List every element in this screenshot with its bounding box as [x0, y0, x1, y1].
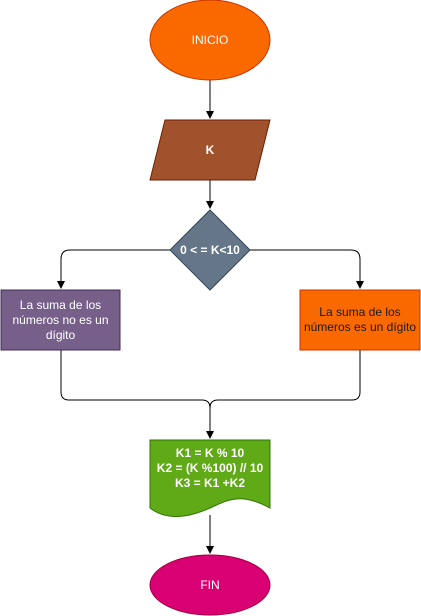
input-parallelogram — [149, 119, 271, 181]
start-label: INICIO — [191, 32, 229, 47]
left-branch-label: La suma de los números no es un dígito — [12, 297, 109, 342]
edge-left-to-process — [60, 350, 211, 409]
right-branch-label: La suma de los números es un dígito — [303, 305, 417, 334]
right-branch-box — [299, 289, 421, 351]
decision-label: 0 < = K<10 — [180, 242, 240, 257]
left-branch-box — [0, 289, 121, 351]
edge-decision-to-left — [57, 249, 170, 289]
decision-diamond — [169, 209, 251, 291]
process-label: K1 = K % 10 K2 = (K %100) // 10 K3 = K1 … — [156, 445, 264, 490]
edge-decision-to-right — [250, 249, 364, 289]
end-label: FIN — [200, 577, 220, 592]
start-terminator — [149, 0, 271, 81]
edge-right-to-process — [209, 350, 361, 409]
process-document — [149, 439, 271, 517]
input-label: K — [205, 142, 215, 157]
end-terminator — [149, 554, 271, 616]
